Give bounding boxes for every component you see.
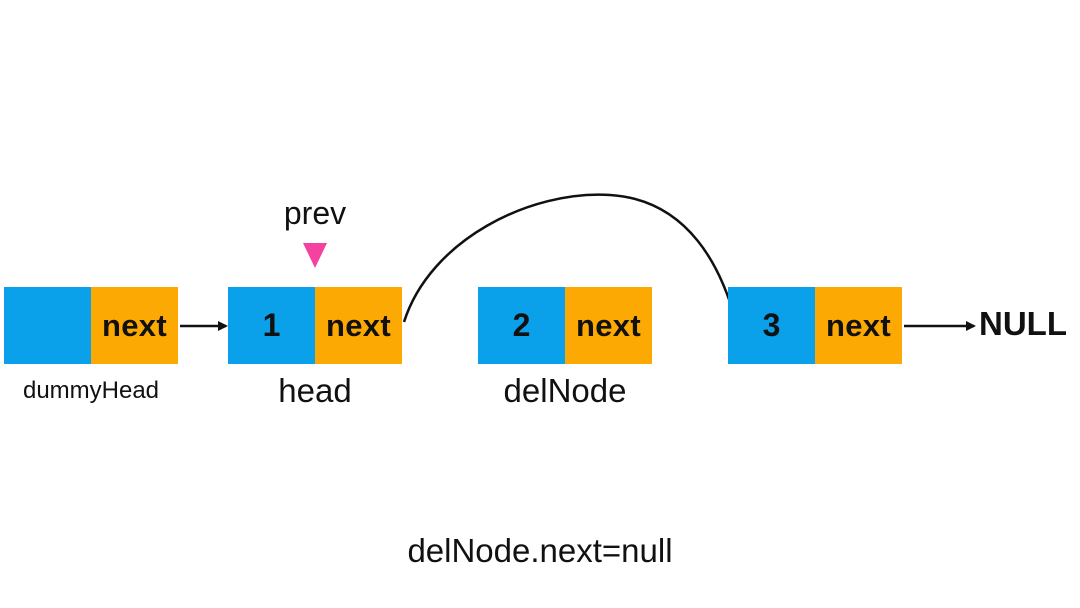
node-value: 3 <box>728 287 815 364</box>
node-name-label: dummyHead <box>22 377 160 404</box>
pointer-label: prev <box>283 195 347 231</box>
node-3: 3 next <box>728 287 902 364</box>
node-value: 2 <box>478 287 565 364</box>
node-next-field: next <box>315 287 402 364</box>
node-dummyhead: next <box>4 287 178 364</box>
node-next-field: next <box>815 287 902 364</box>
node-name-label: delNode <box>503 372 627 409</box>
node-2: 2 next <box>478 287 652 364</box>
null-terminator: NULL <box>979 305 1067 342</box>
node-value: 1 <box>228 287 315 364</box>
node-1: 1 next <box>228 287 402 364</box>
node-name-label: head <box>278 372 352 409</box>
node-next-field: next <box>91 287 178 364</box>
caption: delNode.next=null <box>407 532 673 569</box>
node-value <box>4 287 91 364</box>
node-next-field: next <box>565 287 652 364</box>
down-triangle-icon <box>303 243 327 268</box>
